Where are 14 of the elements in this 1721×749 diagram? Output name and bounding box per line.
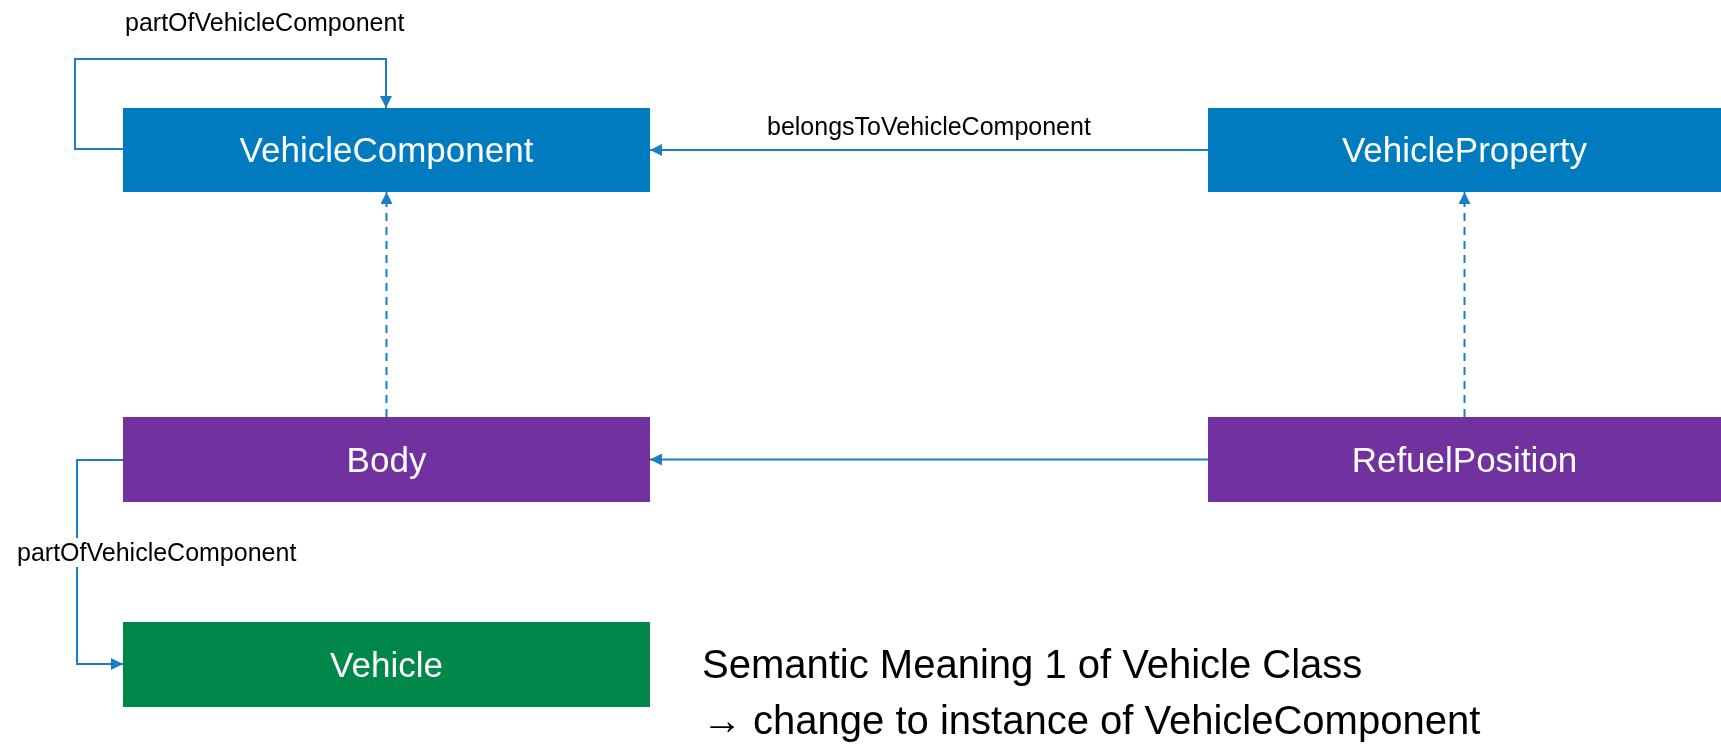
arrow (74, 58, 392, 150)
note-text: Semantic Meaning 1 of Vehicle Class (702, 642, 1363, 687)
class-box: VehicleComponent (123, 108, 650, 192)
dashed-arrow (1458, 191, 1471, 418)
note-text: → change to instance of VehicleComponent (702, 698, 1481, 743)
arrow (76, 459, 124, 670)
class-box: Body (123, 417, 650, 502)
class-box: Vehicle (123, 622, 650, 707)
edge-label: partOfVehicleComponent (15, 538, 299, 567)
class-box: RefuelPosition (1208, 417, 1721, 502)
class-box: VehicleProperty (1208, 108, 1721, 192)
arrow (649, 453, 1209, 466)
arrow (649, 144, 1209, 156)
dashed-arrow (380, 191, 393, 418)
